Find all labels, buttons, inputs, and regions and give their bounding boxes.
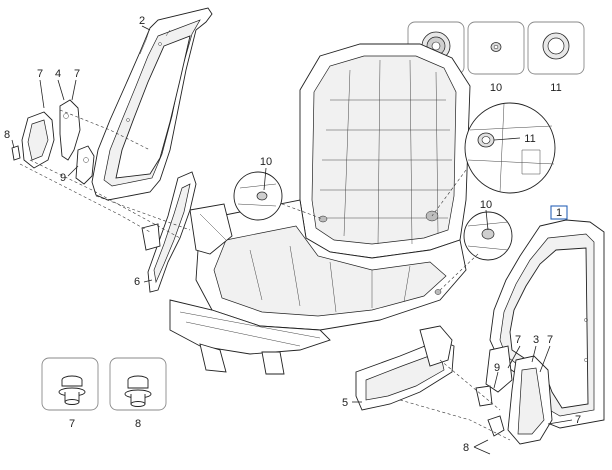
callout-1: 1 — [556, 207, 562, 219]
right-door-frame — [489, 219, 605, 429]
zoom-circle-left-10 — [233, 171, 283, 221]
callout-7-right-b: 7 — [547, 334, 553, 346]
callout-8-left: 8 — [4, 129, 10, 141]
callout-3: 3 — [533, 334, 539, 346]
detail-box-bolt-8 — [109, 357, 167, 411]
callout-9-right: 9 — [494, 362, 500, 374]
callout-8-right: 8 — [463, 442, 469, 454]
detail-label-10: 10 — [490, 82, 502, 94]
zoom-circle-right-10 — [463, 211, 513, 261]
detail-box-grommet-10 — [467, 21, 525, 75]
callout-7-left-a: 7 — [37, 68, 43, 80]
callout-6: 6 — [134, 276, 140, 288]
callout-2: 2 — [139, 15, 145, 27]
left-a-pillar-trim — [11, 99, 95, 185]
right-lower-trims — [475, 345, 553, 445]
left-door-frame — [91, 7, 213, 201]
cab-body-shell — [169, 43, 471, 375]
detail-label-bolt-8: 8 — [135, 418, 141, 430]
detail-label-11: 11 — [550, 82, 561, 94]
callout-5: 5 — [342, 397, 348, 409]
callout-11: 11 — [524, 133, 535, 145]
leader-lines — [11, 25, 573, 455]
left-pillar-bracket — [141, 171, 197, 293]
callout-10-left: 10 — [260, 156, 272, 168]
assembly-dashed-lines — [19, 109, 511, 441]
callout-7-right-c: 7 — [575, 414, 581, 426]
callout-1-highlight-box — [550, 205, 568, 220]
callout-numbers: 1 2 3 4 5 6 7 7 7 7 7 8 8 9 9 10 10 11 — [4, 15, 581, 454]
callout-4: 4 — [55, 68, 61, 80]
callout-7-left-b: 7 — [74, 68, 80, 80]
callout-10-right: 10 — [480, 199, 492, 211]
grommet-hole-left — [318, 215, 328, 223]
zoom-circle-11 — [464, 102, 556, 194]
right-pillar-bracket — [355, 325, 455, 411]
detail-box-bolt-7 — [41, 357, 99, 411]
callout-7-right-a: 7 — [515, 334, 521, 346]
detail-box-grommet-11 — [527, 21, 585, 75]
callout-9-left: 9 — [60, 172, 66, 184]
detail-label-bolt-7: 7 — [69, 418, 75, 430]
